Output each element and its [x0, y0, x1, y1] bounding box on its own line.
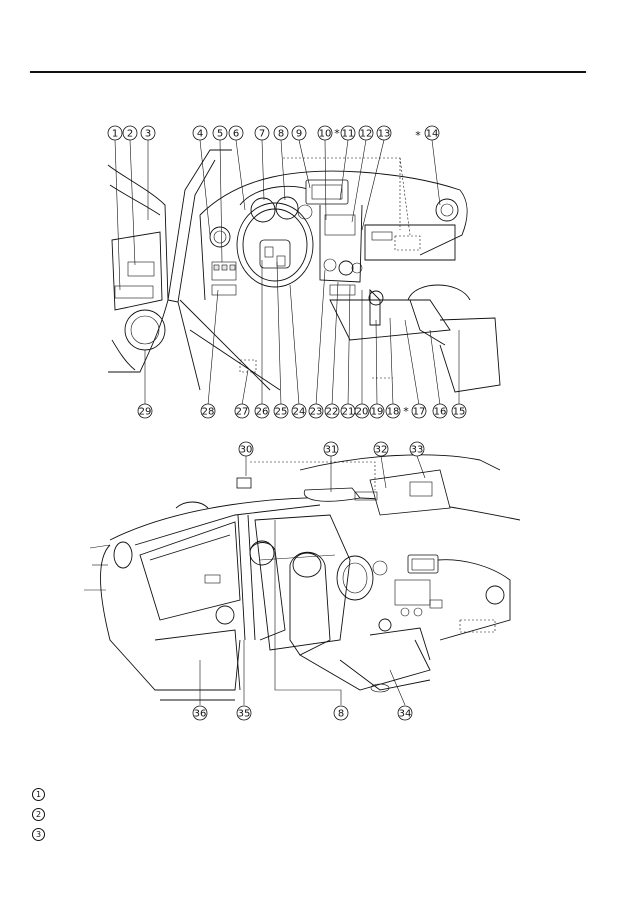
- callout-circle: [358, 125, 374, 141]
- callout-circle: [385, 403, 401, 419]
- callout-number: 13: [378, 129, 391, 140]
- callout-number: 10: [319, 129, 332, 140]
- callout-circle: [397, 705, 413, 721]
- callout-circle: [122, 125, 138, 141]
- callout-number: 11: [342, 129, 355, 140]
- callout-number: 27: [236, 407, 249, 418]
- callout-circle: [373, 441, 389, 457]
- asterisk-mark: *: [334, 127, 340, 140]
- callout-circle: [107, 125, 123, 141]
- callout-leaders-bottom: [199, 455, 426, 706]
- callout-circle: [291, 403, 307, 419]
- callout-number: 3: [145, 129, 151, 140]
- callout-number: 18: [387, 407, 400, 418]
- callout-number: 30: [240, 445, 253, 456]
- callout-circle: [411, 403, 427, 419]
- callout-circle: [432, 403, 448, 419]
- callout-leaders-top-lower: [144, 260, 460, 406]
- callout-number: 8: [338, 709, 344, 720]
- callout-number: 20: [356, 407, 369, 418]
- callout-number: 19: [371, 407, 384, 418]
- callout-circle: [409, 441, 425, 457]
- callout-number: 32: [375, 445, 388, 456]
- callout-number: 31: [325, 445, 338, 456]
- callout-number: 36: [194, 709, 207, 720]
- callout-number: 23: [310, 407, 323, 418]
- callout-number: 1: [112, 129, 118, 140]
- cabin-illustration: [84, 454, 521, 701]
- callout-number: 15: [453, 407, 466, 418]
- callout-circle: [236, 705, 252, 721]
- callout-circle: [340, 125, 356, 141]
- callout-circle: [200, 403, 216, 419]
- callout-circle: [354, 403, 370, 419]
- callout-number: 25: [275, 407, 288, 418]
- callout-number: 9: [296, 129, 302, 140]
- callout-number: 21: [342, 407, 355, 418]
- callout-number: 7: [259, 129, 265, 140]
- callout-circle: [192, 705, 208, 721]
- callout-number: 2: [127, 129, 133, 140]
- callout-number: 24: [293, 407, 306, 418]
- callout-circle: [273, 125, 289, 141]
- asterisk-mark: *: [415, 129, 421, 142]
- callout-circle: [254, 403, 270, 419]
- callout-number: 6: [233, 129, 239, 140]
- callout-number: 28: [202, 407, 215, 418]
- callout-number: 8: [278, 129, 284, 140]
- header-rule: [30, 71, 586, 73]
- callout-number: 35: [238, 709, 251, 720]
- callout-circle: [376, 125, 392, 141]
- callout-leaders-top: [114, 139, 441, 291]
- callout-circle: [140, 125, 156, 141]
- callout-circle: [424, 125, 440, 141]
- callout-number: 16: [434, 407, 447, 418]
- callout-circle: [323, 441, 339, 457]
- callout-number: 17: [413, 407, 426, 418]
- callout-circle: [234, 403, 250, 419]
- callout-number: 22: [326, 407, 339, 418]
- callout-circle: [212, 125, 228, 141]
- callout-number: 26: [256, 407, 269, 418]
- callout-circle: [137, 403, 153, 419]
- callout-circle: [192, 125, 208, 141]
- callout-number: 34: [399, 709, 412, 720]
- callout-number: 14: [426, 129, 439, 140]
- callout-circle: [308, 403, 324, 419]
- legend-item-2: 2: [32, 808, 45, 821]
- callout-circle: [369, 403, 385, 419]
- legend-item-3: 3: [32, 828, 45, 841]
- callout-number: 5: [217, 129, 223, 140]
- callout-circle: [291, 125, 307, 141]
- callout-circle: [317, 125, 333, 141]
- callout-number: 29: [139, 407, 152, 418]
- callout-circle: [273, 403, 289, 419]
- callout-circle: [228, 125, 244, 141]
- dashboard-illustration: [107, 149, 501, 393]
- asterisk-mark: *: [403, 405, 409, 418]
- callout-circle: [333, 705, 349, 721]
- callout-circle: [254, 125, 270, 141]
- callout-circle: [324, 403, 340, 419]
- callout-number: 33: [411, 445, 424, 456]
- callout-circle: [238, 441, 254, 457]
- callout-number: 12: [360, 129, 373, 140]
- callout-number: 4: [197, 129, 203, 140]
- legend-item-1: 1: [32, 788, 45, 801]
- callout-circle: [451, 403, 467, 419]
